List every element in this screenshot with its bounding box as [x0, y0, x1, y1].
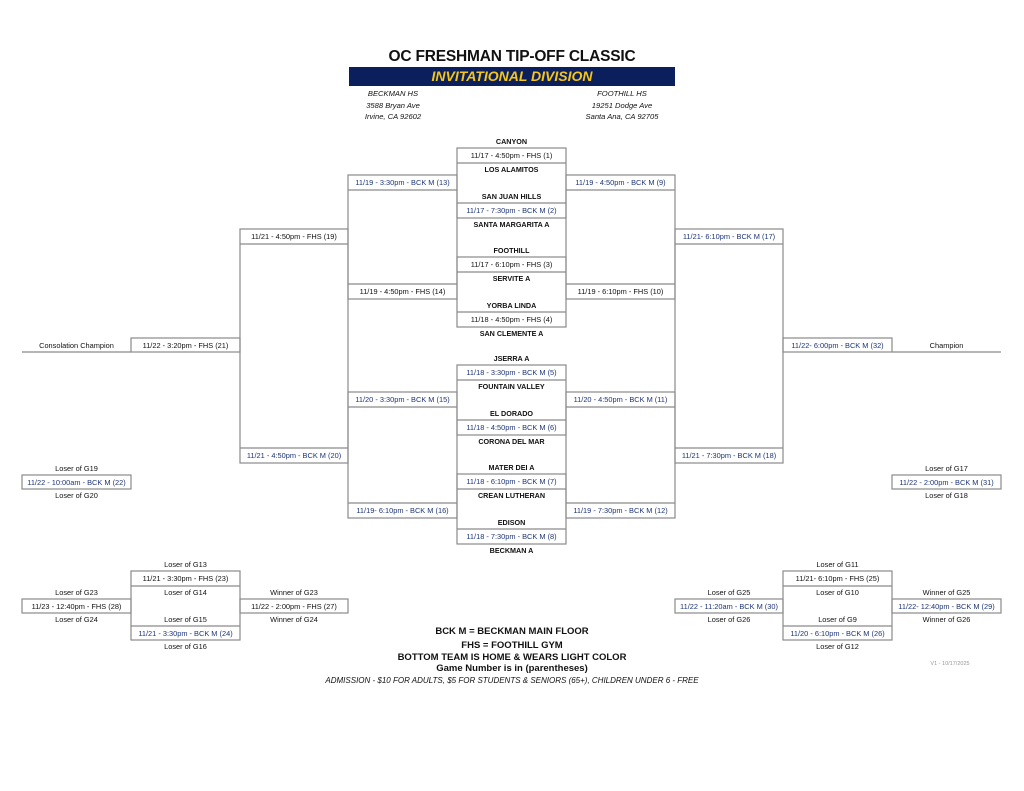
venue-street: 19251 Dodge Ave — [591, 100, 653, 110]
team-name: SERVITE A — [492, 274, 531, 283]
game-3: 11/17 - 6:10pm - FHS (3) — [470, 260, 553, 269]
team-name: CORONA DEL MAR — [478, 437, 545, 446]
game-28: 11/23 - 12:40pm - FHS (28) — [31, 602, 122, 611]
label-loser-g14: Loser of G14 — [164, 588, 207, 597]
game-26: 11/20 - 6:10pm - BCK M (26) — [790, 629, 885, 638]
team-name: YORBA LINDA — [486, 301, 537, 310]
version-label: V1 - 10/17/2025 — [930, 661, 970, 667]
game-15: 11/20 - 3:30pm - BCK M (15) — [355, 395, 450, 404]
legend-home: BOTTOM TEAM IS HOME & WEARS LIGHT COLOR — [397, 652, 627, 663]
venue-street: 3588 Bryan Ave — [366, 100, 420, 110]
label-winner-g23: Winner of G23 — [270, 588, 318, 597]
label-winner-g25: Winner of G25 — [922, 588, 971, 597]
game-31: 11/22 - 2:00pm - BCK M (31) — [899, 478, 994, 487]
game-19: 11/21 - 4:50pm - FHS (19) — [251, 232, 337, 241]
consolation-champion-label: Consolation Champion — [39, 341, 114, 350]
game-5: 11/18 - 3:30pm - BCK M (5) — [466, 368, 557, 377]
team-name: SAN JUAN HILLS — [481, 192, 542, 201]
game-30: 11/22 - 11:20am - BCK M (30) — [680, 602, 778, 611]
label-loser-g17: Loser of G17 — [925, 464, 968, 473]
game-4: 11/18 - 4:50pm - FHS (4) — [470, 315, 553, 324]
label-loser-g9: Loser of G9 — [818, 615, 857, 624]
game-24: 11/21 - 3:30pm - BCK M (24) — [138, 629, 233, 638]
label-loser-g16: Loser of G16 — [164, 642, 207, 651]
game-2: 11/17 - 7:30pm - BCK M (2) — [466, 206, 557, 215]
label-loser-g20: Loser of G20 — [55, 491, 98, 500]
label-loser-g10: Loser of G10 — [816, 588, 859, 597]
game-9: 11/19 - 4:50pm - BCK M (9) — [575, 178, 666, 187]
game-17: 11/21- 6:10pm - BCK M (17) — [682, 232, 776, 241]
team-name: FOUNTAIN VALLEY — [478, 382, 545, 391]
game-18: 11/21 - 7:30pm - BCK M (18) — [681, 451, 777, 460]
label-loser-g13: Loser of G13 — [164, 560, 207, 569]
label-loser-g11: Loser of G11 — [816, 560, 859, 569]
game-22: 11/22 - 10:00am - BCK M (22) — [27, 478, 126, 487]
label-loser-g24: Loser of G24 — [55, 615, 98, 624]
team-name: LOS ALAMITOS — [484, 165, 539, 174]
game-7: 11/18 - 6:10pm - BCK M (7) — [466, 477, 557, 486]
label-loser-g19: Loser of G19 — [55, 464, 98, 473]
label-winner-g26: Winner of G26 — [922, 615, 971, 624]
game-16: 11/19- 6:10pm - BCK M (16) — [356, 506, 449, 515]
game-29: 11/22- 12:40pm - BCK M (29) — [898, 602, 995, 611]
label-loser-g23: Loser of G23 — [55, 588, 98, 597]
label-loser-g25: Loser of G25 — [707, 588, 751, 597]
champion-label: Champion — [929, 341, 964, 350]
label-loser-g12: Loser of G12 — [816, 642, 859, 651]
game-10: 11/19 - 6:10pm - FHS (10) — [577, 287, 664, 296]
game-21: 11/22 - 3:20pm - FHS (21) — [142, 341, 229, 350]
admission-note: ADMISSION - $10 FOR ADULTS, $5 FOR STUDE… — [325, 676, 699, 685]
game-14: 11/19 - 4:50pm - FHS (14) — [359, 287, 446, 296]
venue-city: Irvine, CA 92602 — [364, 112, 422, 121]
label-loser-g15: Loser of G15 — [164, 615, 207, 624]
legend-fhs: FHS = FOOTHILL GYM — [461, 640, 563, 651]
label-winner-g24: Winner of G24 — [270, 615, 318, 624]
game-8: 11/18 - 7:30pm - BCK M (8) — [466, 532, 557, 541]
label-loser-g26: Loser of G26 — [707, 615, 751, 624]
venue-beckman: BECKMAN HS 3588 Bryan Ave Irvine, CA 926… — [313, 88, 473, 123]
venue-name: FOOTHILL HS — [597, 89, 647, 98]
team-name: JSERRA A — [493, 354, 530, 363]
team-name: FOOTHILL — [493, 246, 530, 255]
game-6: 11/18 - 4:50pm - BCK M (6) — [466, 423, 557, 432]
game-25: 11/21- 6:10pm - FHS (25) — [795, 574, 880, 583]
legend-bck: BCK M = BECKMAN MAIN FLOOR — [435, 626, 589, 637]
game-27: 11/22 - 2:00pm - FHS (27) — [251, 602, 337, 611]
team-name: SAN CLEMENTE A — [479, 329, 544, 338]
venue-name: BECKMAN HS — [367, 89, 419, 98]
team-name: CREAN LUTHERAN — [477, 491, 546, 500]
legend-game-number: Game Number is in (parentheses) — [436, 663, 588, 674]
venue-foothill: FOOTHILL HS 19251 Dodge Ave Santa Ana, C… — [542, 88, 702, 123]
team-name: SANTA MARGARITA A — [473, 220, 550, 229]
game-1: 11/17 - 4:50pm - FHS (1) — [470, 151, 553, 160]
game-12: 11/19 - 7:30pm - BCK M (12) — [573, 506, 668, 515]
game-23: 11/21 - 3:30pm - FHS (23) — [142, 574, 229, 583]
team-name: EL DORADO — [490, 409, 533, 418]
team-name: EDISON — [497, 518, 526, 527]
game-32: 11/22- 6:00pm - BCK M (32) — [791, 341, 884, 350]
team-name: CANYON — [495, 137, 528, 146]
game-11: 11/20 - 4:50pm - BCK M (11) — [573, 395, 668, 404]
label-loser-g18: Loser of G18 — [925, 491, 968, 500]
game-13: 11/19 - 3:30pm - BCK M (13) — [355, 178, 450, 187]
page-title: OC FRESHMAN TIP-OFF CLASSIC — [388, 48, 636, 65]
division-banner: INVITATIONAL DIVISION — [349, 67, 675, 86]
game-20: 11/21 - 4:50pm - BCK M (20) — [246, 451, 342, 460]
team-name: MATER DEI A — [488, 463, 535, 472]
venue-city: Santa Ana, CA 92705 — [585, 112, 659, 121]
team-name: BECKMAN A — [489, 546, 534, 555]
